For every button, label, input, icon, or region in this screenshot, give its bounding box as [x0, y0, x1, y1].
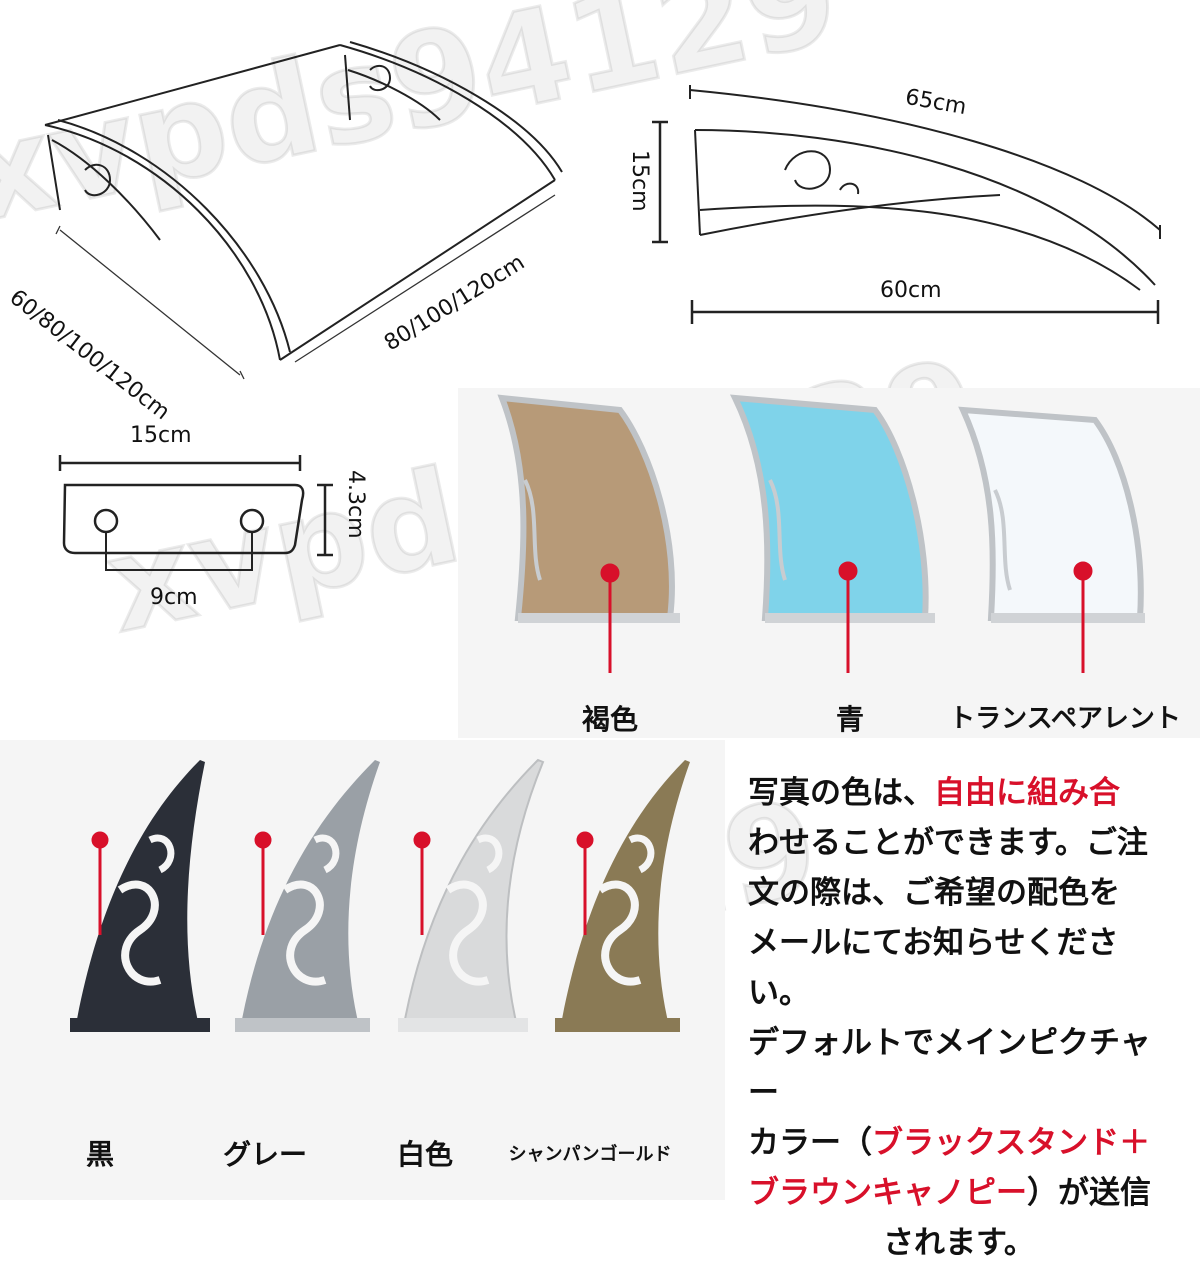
bracket-height-label: 15cm	[627, 150, 652, 212]
note-line-1: 写真の色は、自由に組み合	[748, 775, 1120, 811]
canopy-label-brown: 褐色	[581, 703, 638, 736]
note-line-6: カラー（ブラックスタンド＋	[748, 1125, 1151, 1161]
bracket-white-image	[398, 758, 545, 1032]
color-combination-note: 写真の色は、自由に組み合 わせることができます。ご注 文の際は、ご希望の配色を …	[748, 768, 1178, 1268]
bracket-black-image	[70, 760, 210, 1032]
bracket-color-markers	[91, 831, 594, 935]
canopy-label-transparent: トランスペアレント	[949, 704, 1181, 734]
hole-spacing-label: 9cm	[150, 585, 198, 610]
bracket-side-drawing	[652, 85, 1161, 324]
bracket-gold-image	[555, 760, 690, 1032]
plate-height-label: 4.3cm	[343, 470, 368, 539]
canopy-blue-image	[729, 394, 935, 623]
note-line-5: デフォルトでメインピクチャー	[748, 1025, 1151, 1111]
wall-plate-drawing	[58, 455, 333, 571]
canopy-brown-image	[497, 394, 680, 623]
bracket-depth-label: 60cm	[880, 278, 942, 303]
plate-width-label: 15cm	[130, 423, 192, 448]
bracket-grey-image	[235, 760, 380, 1032]
note-line-8: されます。	[883, 1225, 1035, 1261]
note-line-3: 文の際は、ご希望の配色を	[748, 875, 1120, 911]
canopy-color-markers	[600, 561, 1093, 673]
note-line-4: メールにてお知らせください。	[748, 925, 1119, 1011]
note-line-2: わせることができます。ご注	[748, 825, 1148, 861]
note-line-7: ブラウンキャノピー）が送信	[748, 1175, 1151, 1211]
canopy-label-blue: 青	[835, 703, 864, 736]
canopy-outline-drawing	[44, 41, 563, 380]
bracket-label-gold: シャンパンゴールド	[508, 1144, 672, 1165]
bracket-label-black: 黒	[85, 1138, 114, 1171]
bracket-label-white: 白色	[396, 1138, 453, 1171]
canopy-transparent-image	[958, 406, 1145, 623]
bracket-label-grey: グレー	[222, 1138, 307, 1171]
